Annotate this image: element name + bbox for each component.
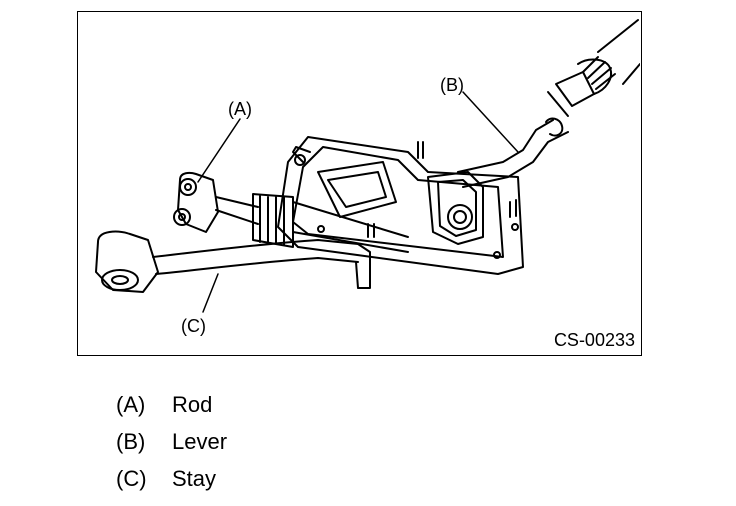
legend-key: (B) — [116, 428, 146, 454]
lever-drawing — [457, 117, 569, 188]
legend-item: (C) Stay — [116, 460, 227, 497]
figure-code: CS-00233 — [553, 330, 635, 350]
illustration-frame: (A) (B) (C) CS-00233 — [77, 11, 642, 356]
legend-label: Lever — [172, 428, 228, 454]
legend-label: Stay — [172, 465, 217, 491]
callout-b: (B) — [440, 75, 464, 95]
legend-label: Rod — [172, 391, 213, 417]
stay-drawing — [95, 230, 371, 293]
shift-linkage-drawing — [95, 19, 640, 313]
legend-key: (A) — [116, 391, 146, 417]
callout-a: (A) — [228, 99, 252, 119]
leader-lines — [197, 91, 519, 313]
cable-boot — [547, 19, 640, 117]
rod-drawing — [173, 171, 409, 253]
pivot-block — [427, 171, 484, 245]
callout-c: (C) — [181, 316, 206, 336]
legend-item: (B) Lever — [116, 423, 227, 460]
legend-item: (A) Rod — [116, 386, 227, 423]
base-plate — [277, 136, 524, 275]
legend-key: (C) — [116, 465, 147, 491]
legend: (A) Rod (B) Lever (C) Stay — [116, 386, 227, 497]
